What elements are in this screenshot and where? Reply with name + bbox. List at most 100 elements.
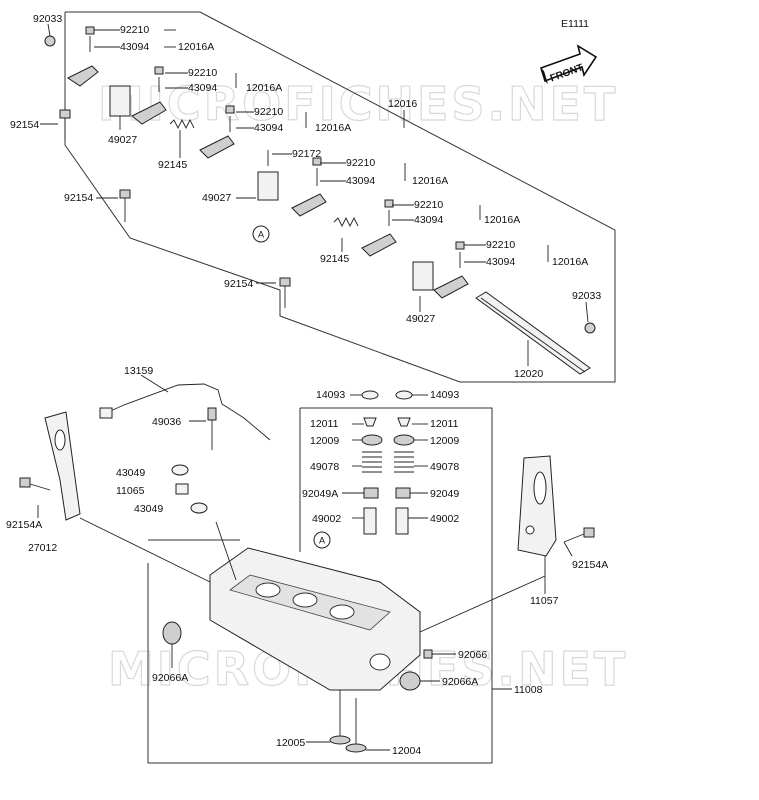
label-92033-right: 92033 bbox=[572, 290, 601, 302]
label-12011-right: 12011 bbox=[430, 418, 459, 430]
ring-92033-top bbox=[44, 35, 56, 47]
label-49036: 49036 bbox=[152, 416, 181, 428]
label-92210-2: 92210 bbox=[188, 67, 217, 79]
label-49078-left: 49078 bbox=[310, 461, 339, 473]
label-11057: 11057 bbox=[530, 595, 559, 607]
label-92154a-right: 92154A bbox=[572, 559, 608, 571]
label-49027-3: 49027 bbox=[406, 313, 435, 325]
washer-43049-2 bbox=[190, 502, 208, 514]
ref-marker-a-lower: A bbox=[313, 531, 331, 549]
label-12004: 12004 bbox=[392, 745, 421, 757]
label-27012: 27012 bbox=[28, 542, 57, 554]
label-92210-6: 92210 bbox=[486, 239, 515, 251]
rocker-assembly-frame bbox=[64, 11, 616, 383]
label-92066a-right: 92066A bbox=[442, 676, 478, 688]
rocker-support-1 bbox=[109, 85, 131, 117]
label-14093-left: 14093 bbox=[316, 389, 345, 401]
spring-upper-1 bbox=[169, 118, 195, 130]
label-12011-left: 12011 bbox=[310, 418, 339, 430]
rocker-shaft bbox=[475, 291, 591, 375]
label-92033-top: 92033 bbox=[33, 13, 62, 25]
label-12009-left: 12009 bbox=[310, 435, 339, 447]
label-92154-3: 92154 bbox=[224, 278, 253, 290]
label-92154-2: 92154 bbox=[64, 192, 93, 204]
label-49002-left: 49002 bbox=[312, 513, 341, 525]
label-12016a-4: 12016A bbox=[412, 175, 448, 187]
label-92066: 92066 bbox=[458, 649, 487, 661]
valve-12005 bbox=[329, 690, 351, 745]
label-12016a-1: 12016A bbox=[178, 41, 214, 53]
glow-plug-lead bbox=[99, 383, 271, 441]
label-92210-1: 92210 bbox=[120, 24, 149, 36]
bracket-11057 bbox=[517, 455, 557, 557]
label-92145-1: 92145 bbox=[158, 159, 187, 171]
rocker-arm-1 bbox=[67, 65, 99, 87]
label-12016a-5: 12016A bbox=[484, 214, 520, 226]
label-12005: 12005 bbox=[276, 737, 305, 749]
rocker-arm-5 bbox=[361, 233, 397, 257]
label-43049-1: 43049 bbox=[116, 467, 145, 479]
ref-marker-a-upper: A bbox=[252, 225, 270, 243]
label-49027-2: 49027 bbox=[202, 192, 231, 204]
cylinder-head-frame bbox=[147, 407, 493, 764]
label-11065: 11065 bbox=[116, 485, 145, 497]
valve-12004 bbox=[345, 698, 367, 753]
label-43094-6: 43094 bbox=[486, 256, 515, 268]
label-92210-3: 92210 bbox=[254, 106, 283, 118]
front-arrow-icon: FRONT bbox=[540, 44, 598, 84]
rocker-arm-6 bbox=[433, 275, 469, 299]
label-92066a-left: 92066A bbox=[152, 672, 188, 684]
label-12009-right: 12009 bbox=[430, 435, 459, 447]
label-92172: 92172 bbox=[292, 148, 321, 160]
label-11008: 11008 bbox=[514, 684, 543, 696]
label-49002-right: 49002 bbox=[430, 513, 459, 525]
label-12016a-2: 12016A bbox=[246, 82, 282, 94]
plug-92066a-right bbox=[399, 671, 421, 691]
valve-stack-right bbox=[393, 390, 415, 535]
bolt-92154-1 bbox=[59, 109, 71, 140]
rocker-support-2 bbox=[257, 171, 279, 201]
leader-lines-lower bbox=[37, 374, 573, 751]
label-92154a-left: 92154A bbox=[6, 519, 42, 531]
spring-upper-2 bbox=[333, 216, 359, 228]
label-13159: 13159 bbox=[124, 365, 153, 377]
label-92154-1: 92154 bbox=[10, 119, 39, 131]
bolt-92154a-left bbox=[19, 477, 51, 491]
sleeve-11065 bbox=[175, 483, 189, 495]
bolt-92154-2 bbox=[119, 189, 131, 222]
label-49078-right: 49078 bbox=[430, 461, 459, 473]
ring-92033-right bbox=[584, 322, 596, 334]
bracket-27012 bbox=[44, 411, 81, 521]
label-43049-2: 43049 bbox=[134, 503, 163, 515]
rocker-support-3 bbox=[412, 261, 434, 291]
bolt-92154a-right bbox=[563, 527, 595, 543]
label-43094-3: 43094 bbox=[254, 122, 283, 134]
valve-stack-left bbox=[361, 390, 383, 535]
washer-43049-1 bbox=[171, 464, 189, 476]
label-12020: 12020 bbox=[514, 368, 543, 380]
label-49027-1: 49027 bbox=[108, 134, 137, 146]
label-92049a: 92049A bbox=[302, 488, 338, 500]
rocker-arm-2 bbox=[131, 101, 167, 125]
svg-text:A: A bbox=[319, 536, 325, 546]
label-92049: 92049 bbox=[430, 488, 459, 500]
label-43094-4: 43094 bbox=[346, 175, 375, 187]
bolt-92154-3 bbox=[279, 277, 291, 308]
rocker-arm-3 bbox=[199, 135, 235, 159]
label-92145-2: 92145 bbox=[320, 253, 349, 265]
rocker-arm-4 bbox=[291, 193, 327, 217]
label-92210-5: 92210 bbox=[414, 199, 443, 211]
label-92210-4: 92210 bbox=[346, 157, 375, 169]
label-12016a-6: 12016A bbox=[552, 256, 588, 268]
plug-92066 bbox=[423, 649, 433, 659]
label-12016a-3: 12016A bbox=[315, 122, 351, 134]
label-43094-1: 43094 bbox=[120, 41, 149, 53]
label-43094-2: 43094 bbox=[188, 82, 217, 94]
diagram-code: E1111 bbox=[561, 18, 589, 30]
label-43094-5: 43094 bbox=[414, 214, 443, 226]
svg-text:A: A bbox=[258, 230, 264, 240]
label-14093-right: 14093 bbox=[430, 389, 459, 401]
label-12016: 12016 bbox=[388, 98, 417, 110]
cylinder-head bbox=[209, 547, 421, 691]
